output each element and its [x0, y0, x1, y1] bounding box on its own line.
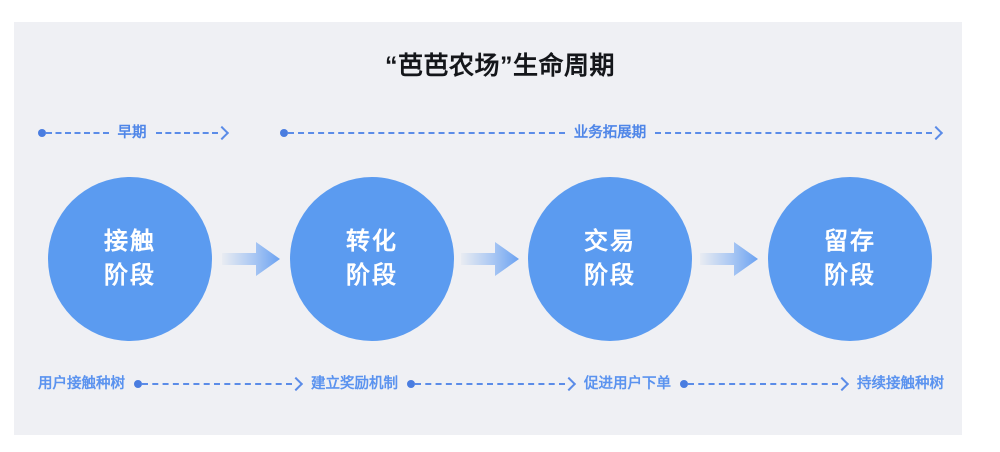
phase-start-dot-icon: [280, 129, 288, 137]
action-start-dot-icon: [407, 380, 415, 388]
action-label-reward: 建立奖励机制: [311, 376, 398, 392]
phase-dashed-line: [155, 132, 218, 134]
action-label-contact: 用户接触种树: [38, 376, 125, 392]
flow-arrow-icon-transaction-to-retention: [700, 237, 758, 281]
stage-circle-transaction[interactable]: 交易 阶段: [528, 177, 692, 341]
phase-label-expansion: 业务拓展期: [573, 125, 647, 141]
action-connector: [671, 377, 857, 391]
phase-dashed-line: [288, 132, 565, 134]
action-dashed-line: [415, 383, 565, 385]
stage-label-line2: 阶段: [584, 262, 636, 289]
action-end-arrow-icon: [291, 377, 302, 391]
stage-label-line1: 转化: [346, 227, 398, 255]
phase-track-early: 早期: [38, 120, 228, 146]
action-end-arrow-icon: [837, 377, 848, 391]
stage-circle-retention[interactable]: 留存 阶段: [768, 177, 932, 341]
phase-end-arrow-icon: [217, 126, 228, 140]
phase-label-early: 早期: [117, 125, 147, 141]
action-start-dot-icon: [680, 380, 688, 388]
stage-label-line1: 留存: [824, 227, 876, 255]
stage-circle-contact[interactable]: 接触 阶段: [48, 177, 212, 341]
stage-label-line2: 阶段: [824, 262, 876, 289]
action-dashed-line: [142, 383, 292, 385]
action-label-order: 促进用户下单: [584, 376, 671, 392]
action-start-dot-icon: [134, 380, 142, 388]
action-label-retain: 持续接触种树: [857, 376, 944, 392]
phase-end-arrow-icon: [931, 126, 942, 140]
action-end-arrow-icon: [564, 377, 575, 391]
stage-label-line2: 阶段: [104, 262, 156, 289]
stage-circle-conversion[interactable]: 转化 阶段: [290, 177, 454, 341]
stage-label-line1: 接触: [104, 227, 156, 255]
action-dashed-line: [688, 383, 838, 385]
action-track: 用户接触种树 建立奖励机制 促进用户下单 持续接触种树: [38, 371, 944, 397]
action-connector: [125, 377, 311, 391]
action-connector: [398, 377, 584, 391]
page-title: “芭芭农场”生命周期: [384, 52, 615, 80]
phase-track-expansion: 业务拓展期: [280, 120, 942, 146]
phase-dashed-line: [655, 132, 932, 134]
phase-dashed-line: [46, 132, 109, 134]
flow-arrow-icon-conversion-to-transaction: [461, 237, 519, 281]
stage-label-line2: 阶段: [346, 262, 398, 289]
phase-start-dot-icon: [38, 129, 46, 137]
flow-arrow-icon-contact-to-conversion: [222, 237, 280, 281]
stage-label-line1: 交易: [584, 227, 636, 255]
